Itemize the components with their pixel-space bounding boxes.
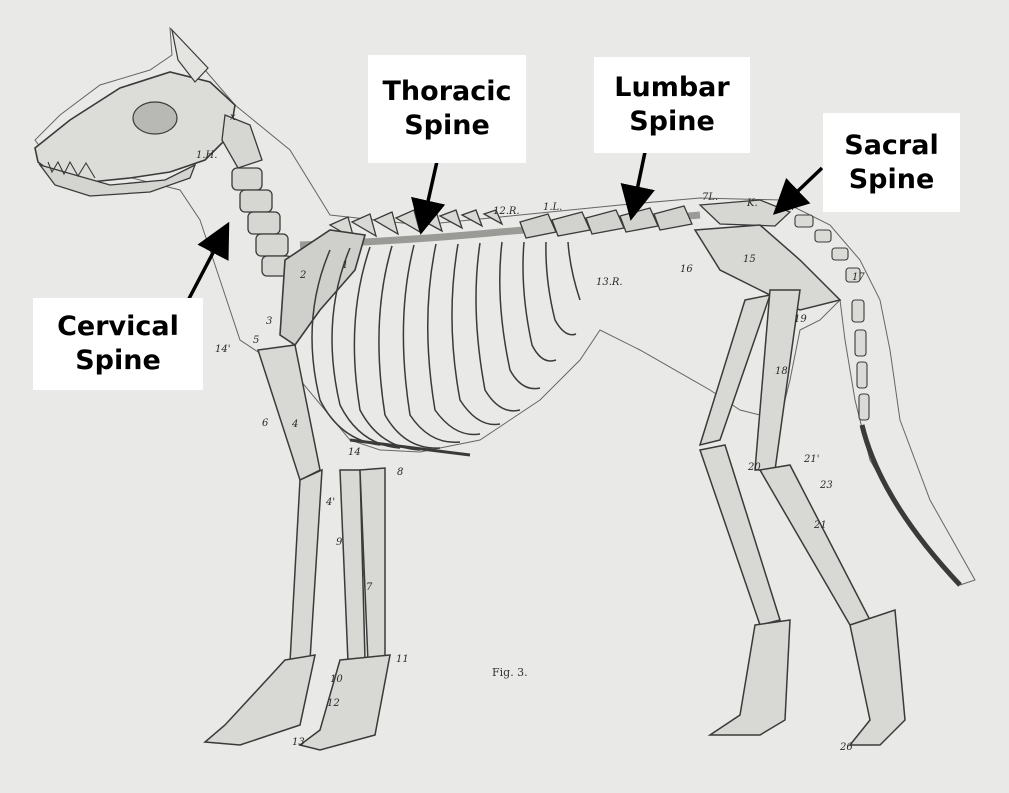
sacrum <box>700 200 790 226</box>
sacral-arrow <box>778 168 822 210</box>
lumbar-arrow <box>632 152 645 214</box>
plate-number: 18 <box>775 366 788 377</box>
plate-number: 10 <box>330 674 343 685</box>
lumbar-spine-label: Lumbar Spine <box>594 57 750 153</box>
plate-number: 14' <box>215 344 230 355</box>
plate-number: 20 <box>747 462 761 473</box>
plate-number: 7 <box>366 582 373 593</box>
plate-number: 21 <box>813 520 827 531</box>
plate-number: 5 <box>253 335 259 346</box>
plate-number: 14 <box>348 447 361 458</box>
plate-number: 8 <box>397 467 403 478</box>
plate-number: 6 <box>262 418 269 429</box>
skull <box>35 72 235 182</box>
sacral-spine-label: Sacral Spine <box>823 113 960 212</box>
plate-number: 2 <box>299 270 306 281</box>
plate-number: 1.L. <box>543 202 562 213</box>
cervical-spine-label: Cervical Spine <box>33 298 203 390</box>
plate-number: 13 <box>292 737 305 748</box>
plate-number: 15 <box>743 254 756 265</box>
plate-number: 26 <box>839 742 853 753</box>
plate-number: 12.R. <box>493 206 520 217</box>
scapula <box>280 230 365 345</box>
cervical-vertebrae <box>222 115 292 276</box>
plate-number: 3 <box>266 316 272 327</box>
pelvis-and-hindlimbs <box>695 225 905 745</box>
forelimbs <box>205 345 390 750</box>
plate-number: 4 <box>291 419 298 430</box>
plate-number: K. <box>746 198 758 209</box>
plate-number: 7L. <box>702 192 718 203</box>
plate-number: 13.R. <box>596 277 623 288</box>
plate-number: 21' <box>803 454 819 465</box>
plate-number: 9 <box>336 537 343 548</box>
plate-number: 1 <box>342 260 348 271</box>
plate-number: 4' <box>325 497 335 508</box>
plate-number: 23 <box>819 480 833 491</box>
plate-number: 19 <box>794 314 807 325</box>
plate-number: 1.H. <box>196 150 217 161</box>
plate-number: 11 <box>396 654 409 665</box>
plate-number: 16 <box>680 264 693 275</box>
plate-number: 17 <box>852 272 865 283</box>
plate-number: 12 <box>327 698 340 709</box>
thoracic-spine-label: Thoracic Spine <box>368 55 526 163</box>
figure-caption: Fig. 3. <box>492 666 528 679</box>
plate-number: x <box>230 112 236 123</box>
